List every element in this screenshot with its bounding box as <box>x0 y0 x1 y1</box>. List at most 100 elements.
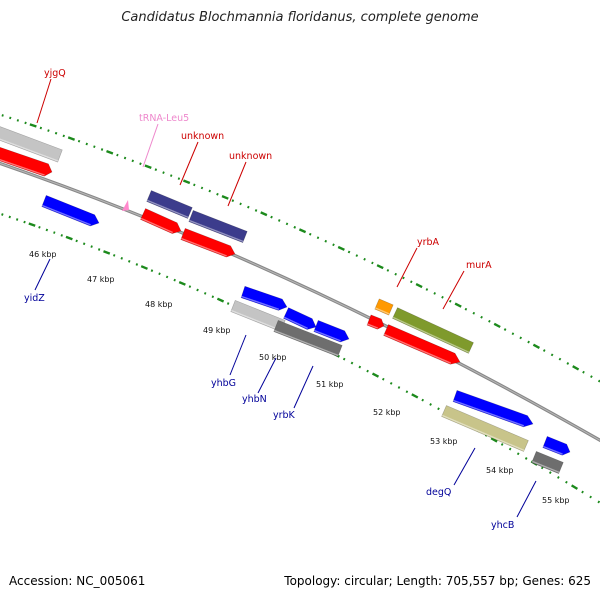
outer-tick <box>193 183 196 187</box>
outer-tick <box>355 254 359 257</box>
inner-tick <box>358 365 362 369</box>
kbp-label: 46 kbp <box>29 250 57 259</box>
outer-tick <box>441 295 444 299</box>
kbp-label: 49 kbp <box>203 326 231 335</box>
outer-tick <box>29 123 37 128</box>
gene-highlight <box>392 316 470 354</box>
kbp-label: 47 kbp <box>87 275 115 284</box>
outer-tick <box>293 225 297 229</box>
gene-highlight <box>140 217 173 234</box>
inner-tick <box>405 390 409 394</box>
inner-tick <box>508 447 512 451</box>
genome-summary-text: Topology: circular; Length: 705,557 bp; … <box>284 574 591 588</box>
inner-tick <box>165 275 169 279</box>
outer-tick <box>67 136 76 141</box>
outer-tick <box>85 142 88 146</box>
gene-label-trna-leu5: tRNA-Leu5 <box>139 113 189 124</box>
leader-line <box>142 123 159 168</box>
inner-tick <box>371 372 380 378</box>
inner-tick <box>1 213 4 216</box>
inner-tick <box>216 297 225 303</box>
outer-tick <box>324 239 328 243</box>
outer-tick <box>566 362 570 365</box>
outer-tick <box>425 288 429 291</box>
outer-tick <box>277 219 281 222</box>
outer-tick <box>260 211 268 217</box>
outer-tick <box>415 283 423 289</box>
inner-tick <box>548 471 552 475</box>
outer-tick <box>449 299 452 303</box>
outer-tick <box>139 162 142 166</box>
kbp-label: 52 kbp <box>373 408 401 417</box>
inner-tick <box>382 377 385 381</box>
outer-tick <box>550 353 554 357</box>
gene-highlight <box>0 158 45 176</box>
leader-line <box>179 141 199 186</box>
inner-tick <box>342 357 346 361</box>
gene-features <box>0 126 571 474</box>
gene-highlight <box>283 316 308 330</box>
outer-tick <box>39 126 43 130</box>
outer-tick <box>316 236 320 240</box>
inner-tick <box>389 381 393 385</box>
inner-tick <box>158 272 161 276</box>
inner-tick <box>500 443 504 446</box>
outer-tick-row <box>1 114 600 383</box>
gene-label-yjgq: yjgQ <box>44 68 66 79</box>
gene-arrow <box>273 320 343 357</box>
accession-text: Accession: NC_005061 <box>9 574 146 588</box>
leader-line <box>257 357 277 394</box>
inner-tick <box>490 437 498 443</box>
inner-tick <box>178 280 186 286</box>
kbp-label: 48 kbp <box>145 300 173 309</box>
gene-arrow <box>452 390 534 428</box>
inner-tick <box>38 225 41 229</box>
gene-highlight <box>542 445 563 455</box>
outer-tick <box>371 261 374 265</box>
genome-backbone <box>0 161 600 443</box>
outer-tick <box>285 222 289 226</box>
leader-line <box>442 270 465 310</box>
gene-arrow <box>0 126 63 163</box>
gene-highlight <box>146 199 189 219</box>
outer-tick <box>488 319 491 323</box>
inner-tick <box>82 242 86 246</box>
outer-tick <box>54 131 58 135</box>
gene-label-mura: murA <box>466 260 492 271</box>
kbp-label: 53 kbp <box>430 437 458 446</box>
outer-tick <box>131 159 135 163</box>
outer-tick <box>239 202 242 206</box>
outer-tick <box>24 121 27 125</box>
inner-tick <box>135 263 139 266</box>
inner-tick <box>565 480 568 484</box>
outer-tick <box>464 307 468 311</box>
outer-tick <box>454 302 462 308</box>
inner-tick <box>150 269 154 273</box>
gene-label-unknown: unknown <box>181 131 224 142</box>
outer-tick <box>116 153 119 157</box>
gene-highlight <box>367 323 379 329</box>
inner-tick <box>421 398 425 402</box>
outer-tick <box>386 269 390 272</box>
outer-tick <box>169 174 173 178</box>
outer-tick <box>493 322 501 329</box>
outer-tick <box>162 171 165 175</box>
outer-tick <box>47 129 50 132</box>
outer-tick <box>532 343 540 349</box>
inner-tick <box>397 386 401 389</box>
inner-tick <box>127 259 131 263</box>
gene-label-yhbn: yhbN <box>242 394 267 405</box>
gene-label-degq: degQ <box>426 487 451 498</box>
gene-arrow <box>366 314 385 330</box>
gene-highlight <box>313 329 341 342</box>
gene-arrow <box>531 451 564 474</box>
outer-tick <box>337 245 345 251</box>
inner-tick <box>75 239 78 243</box>
outer-tick <box>106 149 114 155</box>
kbp-label: 55 kbp <box>542 496 570 505</box>
gene-highlight <box>383 333 452 364</box>
kbp-scale-labels: 46 kbp 47 kbp 48 kbp 49 kbp 50 kbp 51 kb… <box>29 250 570 505</box>
inner-tick <box>589 495 593 499</box>
outer-tick <box>527 340 530 344</box>
